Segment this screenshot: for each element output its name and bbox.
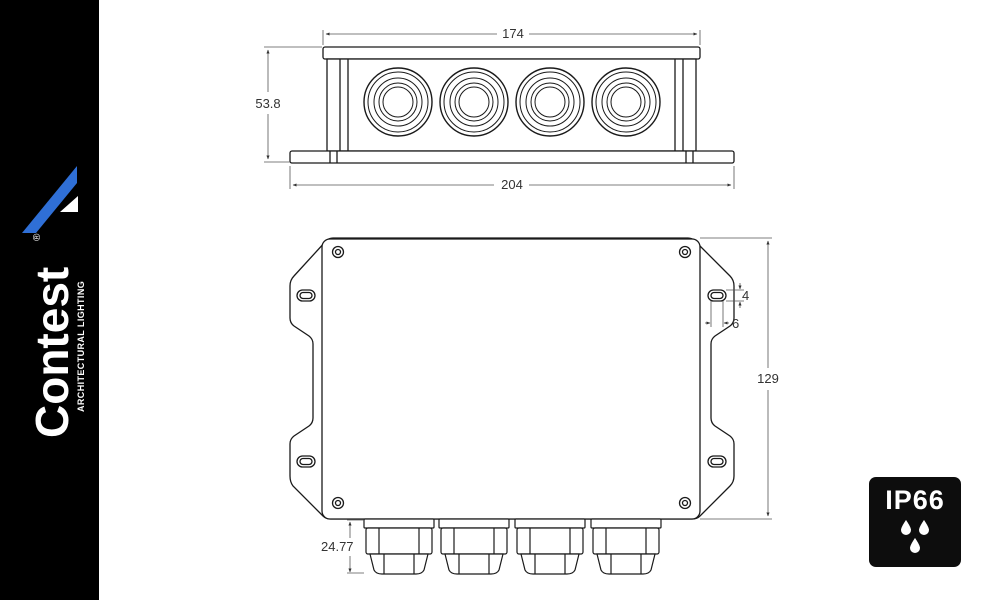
water-drop-icon [919, 520, 929, 535]
water-drop-icon [901, 520, 911, 535]
dim-gland-length: 24.77 [321, 539, 354, 554]
front-cable-glands [363, 67, 661, 137]
cable-gland-front-1 [363, 67, 433, 137]
brand-name: Contest [26, 267, 78, 438]
enclosure-lid-top [321, 238, 701, 520]
cable-gland-front-4 [591, 67, 661, 137]
logo-triangle-inner [60, 196, 78, 212]
logo-triangle-blue [22, 166, 77, 233]
cable-gland-front-2 [439, 67, 509, 137]
front-view [289, 46, 735, 164]
ip-rating-badge: IP66 [869, 477, 961, 567]
brand-tagline: ARCHITECTURAL LIGHTING [76, 281, 86, 412]
top-dimensions [347, 237, 772, 574]
dim-top-width: 174 [502, 26, 524, 41]
dim-height: 53.8 [255, 96, 280, 111]
side-cable-glands [363, 518, 662, 575]
cable-gland-front-3 [515, 67, 585, 137]
water-drop-icon [910, 538, 920, 553]
top-view [289, 237, 735, 520]
cable-gland-side-2 [438, 518, 510, 575]
cable-gland-side-3 [514, 518, 586, 575]
brand-logo: Contest ® ARCHITECTURAL LIGHTING [22, 166, 86, 438]
brand-registered: ® [32, 233, 43, 241]
enclosure-lid [322, 46, 701, 60]
dim-depth: 129 [757, 371, 779, 386]
cable-gland-side-4 [590, 518, 662, 575]
dim-slot-width: 6 [732, 316, 739, 331]
enclosure-base [289, 150, 735, 164]
dim-slot-height: 4 [742, 288, 749, 303]
sidebar [0, 0, 99, 600]
dim-base-width: 204 [501, 177, 523, 192]
front-dimensions [264, 30, 735, 189]
ip-rating-label: IP66 [885, 485, 945, 515]
cable-gland-side-1 [363, 518, 435, 575]
